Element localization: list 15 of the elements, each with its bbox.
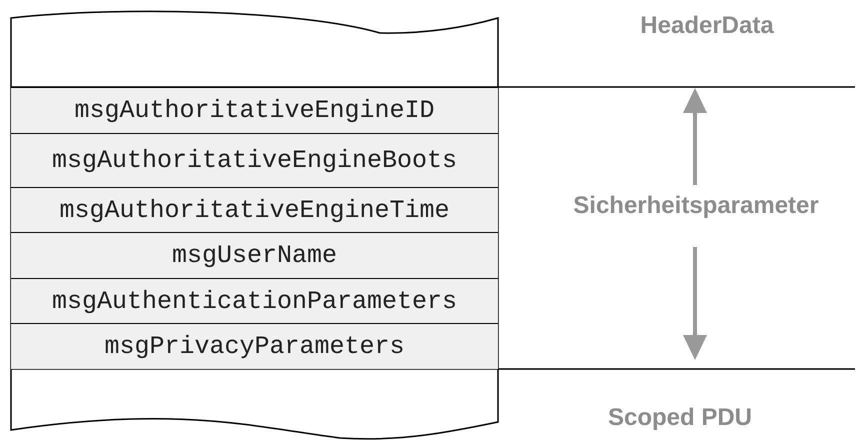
section-label: HeaderData [640,12,774,40]
section-label: Scoped PDU [608,404,752,432]
field-name: msgAuthoritativeEngineID [74,96,435,125]
field-row [11,87,498,133]
section-label: Sicherheitsparameter [573,192,819,220]
field-row [11,232,498,278]
field-row [11,323,498,369]
field-row [11,187,498,232]
field-name: msgAuthenticationParameters [52,286,458,316]
field-name: msgPrivacyParameters [104,332,405,361]
field-name: msgAuthoritativeEngineBoots [52,146,458,175]
field-name: msgUserName [172,241,338,270]
field-row [11,133,498,187]
field-row [11,278,498,323]
field-name: msgAuthoritativeEngineTime [59,196,450,224]
